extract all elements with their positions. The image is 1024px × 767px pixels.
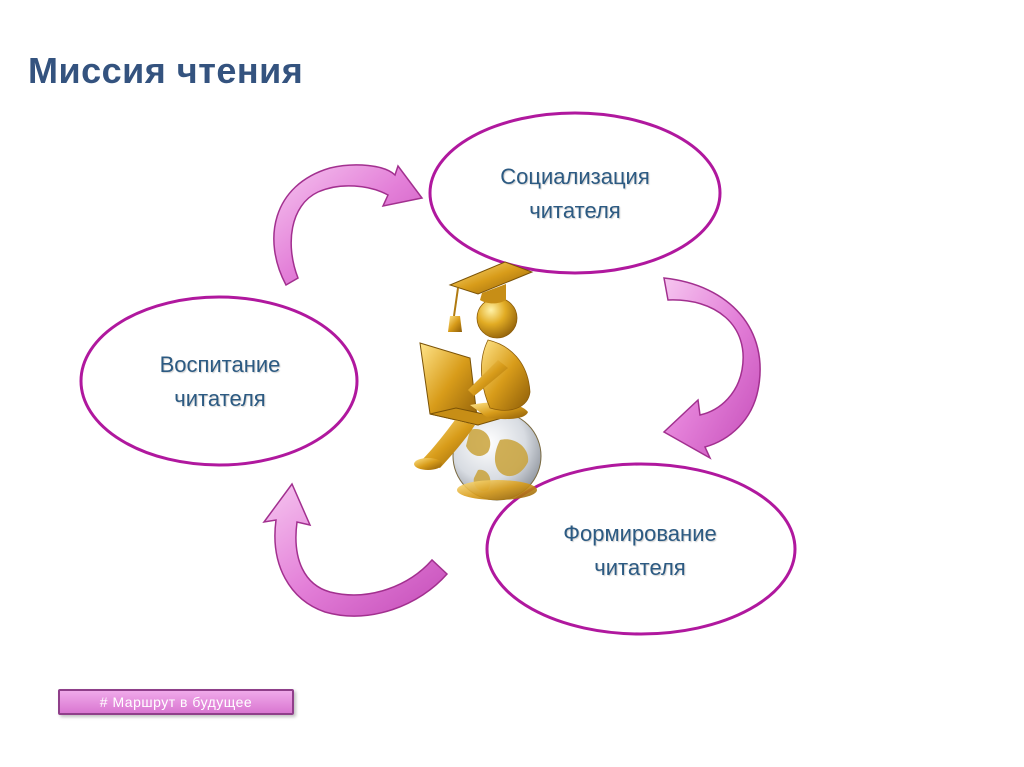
hashtag-badge: # Маршрут в будущее (58, 689, 294, 715)
node-socialization-label: Социализация читателя (455, 160, 695, 228)
node-socialization-line2: читателя (455, 194, 695, 228)
hashtag-text: # Маршрут в будущее (60, 694, 292, 710)
node-formation-label: Формирование читателя (520, 517, 760, 585)
arrow-socialization-to-formation (664, 278, 760, 458)
arrow-formation-to-upbringing (264, 484, 447, 616)
node-socialization-line1: Социализация (455, 160, 695, 194)
student-figure-icon (414, 262, 541, 500)
node-upbringing-label: Воспитание читателя (100, 348, 340, 416)
arrow-upbringing-to-socialization (274, 165, 422, 285)
node-upbringing-line1: Воспитание (100, 348, 340, 382)
node-formation-line1: Формирование (520, 517, 760, 551)
node-upbringing-line2: читателя (100, 382, 340, 416)
node-formation-line2: читателя (520, 551, 760, 585)
